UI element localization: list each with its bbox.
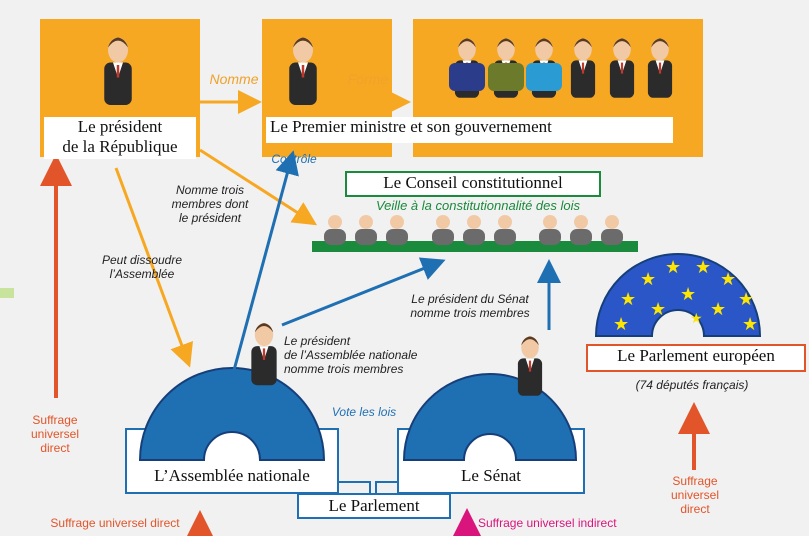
svg-text:★: ★ bbox=[680, 284, 696, 304]
svg-text:★: ★ bbox=[690, 310, 703, 326]
nomme-label: Nomme bbox=[209, 71, 259, 87]
ministers-group bbox=[449, 38, 673, 98]
arrow-pres-an bbox=[281, 257, 446, 327]
senat-label: Le Sénat bbox=[461, 466, 521, 485]
arrow-controle bbox=[228, 150, 299, 386]
conseil-subtitle: Veille à la constitutionnalité des lois bbox=[375, 198, 581, 213]
svg-text:★: ★ bbox=[695, 257, 711, 277]
parlement-label: Le Parlement bbox=[328, 496, 420, 515]
suffrage-bottom-left: Suffrage universel direct bbox=[50, 516, 180, 530]
svg-text:★: ★ bbox=[710, 299, 726, 319]
left-tab-decoration bbox=[0, 288, 14, 298]
suffrage-bottom-mid: Suffrage universel indirect bbox=[478, 516, 617, 530]
svg-text:★: ★ bbox=[738, 289, 754, 309]
europe-hemicycle bbox=[594, 253, 762, 337]
gouvernement-label: Le Premier ministre et son gouvernement bbox=[266, 117, 673, 143]
pm-figure bbox=[289, 37, 317, 105]
svg-text:★: ★ bbox=[720, 269, 736, 289]
parlement-box bbox=[297, 493, 451, 519]
europe-note: (74 députés français) bbox=[635, 378, 749, 392]
arrow-nomme-conseil bbox=[199, 148, 318, 226]
svg-text:★: ★ bbox=[620, 289, 636, 309]
vote-label: Vote les lois bbox=[331, 405, 397, 419]
arrow-dissoudre bbox=[114, 167, 193, 368]
svg-text:★: ★ bbox=[650, 299, 666, 319]
president-figure bbox=[104, 37, 132, 105]
conseil-members bbox=[324, 215, 623, 245]
svg-text:★: ★ bbox=[613, 314, 629, 334]
pres-senat-figure bbox=[517, 336, 543, 396]
svg-text:★: ★ bbox=[665, 257, 681, 277]
conseil-bench bbox=[312, 241, 638, 252]
assemblee-hemicycle bbox=[138, 367, 326, 461]
svg-text:★: ★ bbox=[742, 314, 758, 334]
forme-label: Forme bbox=[347, 71, 389, 87]
conseil-title: Le Conseil constitutionnel bbox=[345, 171, 601, 197]
eu-stars: ★★ ★★ ★★ ★★ ★★ ★★ bbox=[613, 257, 758, 334]
europe-label: Le Parlement européen bbox=[586, 344, 806, 372]
svg-text:★: ★ bbox=[640, 269, 656, 289]
pres-an-figure bbox=[251, 323, 277, 386]
controle-label: Contrôle bbox=[271, 152, 317, 166]
assemblee-label: L’Assemblée nationale bbox=[154, 466, 310, 485]
